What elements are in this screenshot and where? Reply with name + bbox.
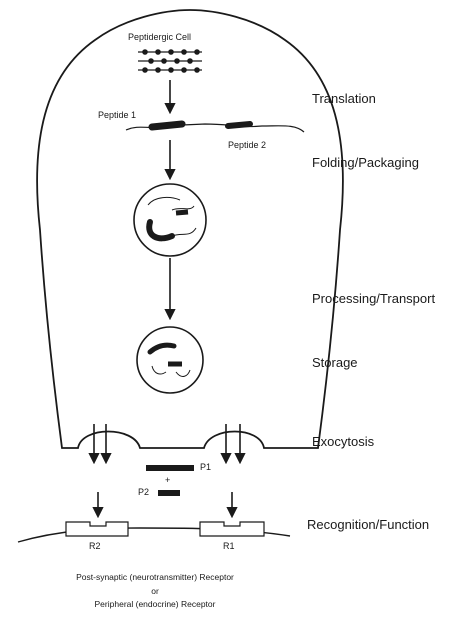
- receptor-r2: [66, 522, 128, 536]
- stage-storage: Storage: [312, 355, 358, 370]
- cell-membrane: [37, 10, 343, 448]
- peptide-1-segment: [152, 124, 182, 127]
- stage-recognition: Recognition/Function: [307, 517, 429, 532]
- released-peptide-p2: [158, 490, 180, 496]
- released-peptide-p1: [146, 465, 194, 471]
- peptide-1-label: Peptide 1: [98, 110, 136, 120]
- footer-line-2: or: [0, 586, 310, 596]
- exocytosis-arrows: [94, 424, 240, 462]
- stage-processing: Processing/Transport: [312, 291, 435, 306]
- p2-label: P2: [138, 487, 149, 497]
- secretory-vesicle-1: [134, 184, 206, 256]
- footer-line-3: Peripheral (endocrine) Receptor: [0, 599, 310, 609]
- stage-translation: Translation: [312, 91, 376, 106]
- peptide-2-label: Peptide 2: [228, 140, 266, 150]
- receptor-r2-label: R2: [89, 541, 101, 551]
- p1-label: P1: [200, 462, 211, 472]
- cell-label: Peptidergic Cell: [128, 32, 191, 42]
- mrna-strands: [138, 50, 202, 72]
- footer-line-1: Post-synaptic (neurotransmitter) Recepto…: [0, 572, 310, 582]
- receptor-r1: [200, 522, 264, 536]
- stage-exocytosis: Exocytosis: [312, 434, 374, 449]
- peptide-2-segment: [228, 124, 250, 126]
- receptor-r1-label: R1: [223, 541, 235, 551]
- secretory-vesicle-2: [137, 327, 203, 393]
- plus-label: +: [165, 475, 170, 485]
- stage-folding: Folding/Packaging: [312, 155, 419, 170]
